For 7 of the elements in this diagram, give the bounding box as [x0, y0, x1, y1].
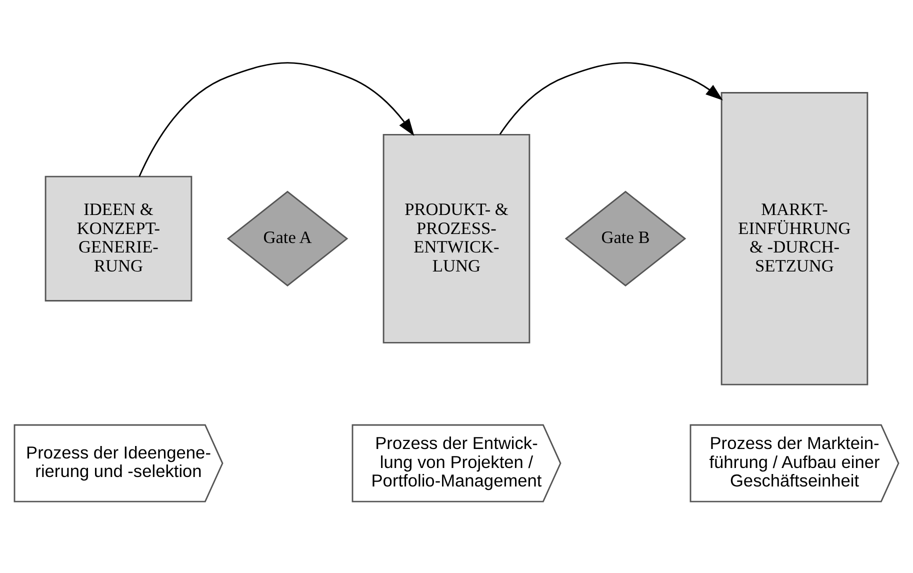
node-box: IDEEN & KONZEPT- GENERIE- RUNG — [44, 176, 192, 302]
node-diamond: Gate A — [226, 190, 348, 287]
node-box: MARKT- EINFÜHRUNG & -DURCH- SETZUNG — [720, 92, 868, 386]
node-box: PRODUKT- & PROZESS- ENTWICK- LUNG — [382, 134, 530, 344]
arrow — [138, 62, 414, 177]
node-diamond: Gate B — [564, 190, 686, 287]
arrow — [499, 62, 723, 135]
